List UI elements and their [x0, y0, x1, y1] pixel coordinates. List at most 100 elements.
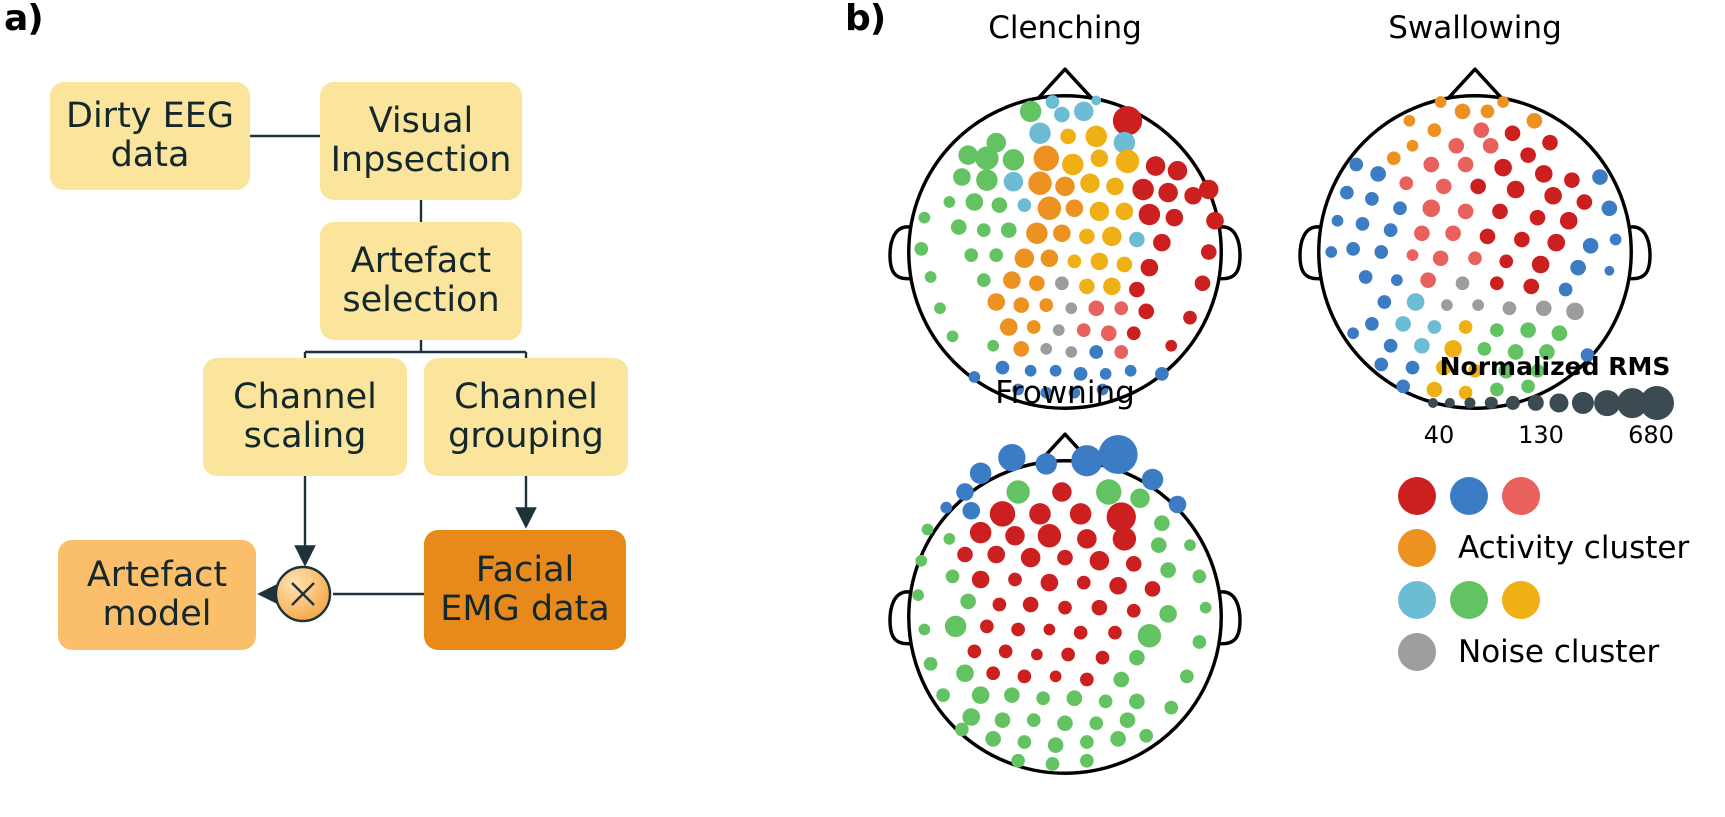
- electrode-dot: [1061, 647, 1075, 662]
- electrode-dot: [962, 501, 981, 520]
- electrode-dot: [962, 708, 981, 726]
- electrode-dot: [1065, 346, 1078, 358]
- electrode-dot: [1520, 322, 1536, 338]
- electrode-dot: [1564, 172, 1580, 188]
- flow-node-channel-grouping[interactable]: Channel grouping: [424, 358, 628, 476]
- electrode-dot: [1011, 622, 1025, 637]
- electrode-dot: [1479, 228, 1496, 245]
- electrode-dot: [969, 521, 992, 544]
- legend-noise-row: Noise cluster: [1398, 626, 1689, 678]
- electrode-dot: [1080, 173, 1100, 194]
- electrode-dot: [1492, 203, 1508, 220]
- topomap-canvas-swallowing: [1298, 67, 1652, 410]
- electrode-dot: [1080, 753, 1094, 768]
- electrode-dot: [1090, 149, 1109, 168]
- legend-swatch-group: [1398, 477, 1554, 515]
- electrode-dot: [1113, 131, 1136, 154]
- electrode-dot: [1058, 600, 1072, 615]
- electrode-dot: [1129, 649, 1145, 666]
- electrode-dot: [921, 523, 934, 536]
- electrode-dot: [1374, 245, 1389, 259]
- electrode-dot: [994, 712, 1011, 728]
- electrode-dot: [1062, 153, 1084, 176]
- electrode-dot: [1089, 716, 1104, 731]
- electrode-dot: [980, 619, 994, 634]
- flow-node-channel-scaling[interactable]: Channel scaling: [203, 358, 407, 476]
- electrode-dot: [1403, 114, 1416, 127]
- flow-node-dirty-eeg[interactable]: Dirty EEG data: [50, 82, 250, 190]
- electrode-dot: [1004, 687, 1020, 703]
- electrode-dot: [1547, 233, 1566, 252]
- electrode-dot: [956, 664, 974, 683]
- legend-color-swatch: [1398, 477, 1436, 515]
- electrode-dot: [1542, 134, 1558, 151]
- electrode-dot: [950, 219, 967, 235]
- flow-node-artefact-model[interactable]: Artefact model: [58, 540, 256, 650]
- electrode-dot: [1103, 277, 1121, 296]
- electrode-dot: [1055, 176, 1075, 197]
- electrode-dot: [1005, 525, 1025, 546]
- electrode-dot: [923, 657, 938, 671]
- electrode-dot: [1422, 199, 1441, 218]
- electrode-dot: [1529, 209, 1546, 226]
- electrode-dot: [1457, 203, 1474, 220]
- rms-ramp-dot: [1527, 394, 1545, 412]
- electrode-dot: [1544, 186, 1562, 205]
- electrode-dot: [1167, 160, 1188, 181]
- electrode-dot: [934, 302, 946, 315]
- rms-tick-label: 40: [1423, 421, 1455, 449]
- electrode-dot: [1159, 605, 1177, 623]
- electrode-dots: [914, 95, 1224, 399]
- electrode-dot: [1582, 237, 1599, 254]
- electrode-dot: [1206, 211, 1224, 230]
- electrode-dot: [1008, 572, 1022, 587]
- electrode-dot: [918, 623, 931, 636]
- electrode-dot: [1194, 275, 1211, 292]
- electrode-dot: [1112, 106, 1143, 136]
- electrode-dot: [985, 731, 1001, 747]
- electrode-dot: [1054, 106, 1070, 123]
- electrode-dot: [1325, 246, 1338, 258]
- electrode-dot: [1570, 259, 1586, 276]
- electrode-dot: [1396, 379, 1410, 394]
- flow-node-artefact-selection[interactable]: Artefact selection: [320, 222, 522, 340]
- electrode-dot: [999, 318, 1018, 336]
- electrode-dot: [1506, 180, 1525, 199]
- electrode-dot: [1441, 299, 1453, 311]
- electrode-dot: [1499, 254, 1514, 269]
- topomap-title-clenching: Clenching: [988, 10, 1142, 46]
- electrode-dot: [1137, 624, 1162, 648]
- rms-ramp-dot: [1428, 398, 1438, 408]
- electrode-dot: [1535, 300, 1552, 317]
- electrode-dot: [1114, 301, 1129, 316]
- electrode-dot: [1454, 103, 1471, 120]
- electrode-dot: [1406, 293, 1425, 311]
- topomap-clenching: Clenching: [888, 10, 1242, 410]
- electrode-dot: [1045, 757, 1060, 771]
- flow-node-facial-emg[interactable]: Facial EMG data: [424, 530, 626, 650]
- legend-color-swatch: [1398, 581, 1436, 619]
- electrode-dot: [1124, 364, 1137, 377]
- electrode-dot: [1480, 104, 1495, 119]
- electrode-dot: [1200, 244, 1217, 260]
- electrode-dot: [1370, 166, 1386, 182]
- electrode-dot: [991, 197, 1008, 213]
- electrode-dot: [968, 371, 981, 383]
- electrode-dot: [1477, 342, 1492, 356]
- electrode-dot: [1073, 367, 1088, 381]
- electrode-dot: [1017, 669, 1032, 684]
- electrode-dot: [1073, 101, 1094, 122]
- electrode-dot: [1457, 156, 1474, 173]
- topomap-canvas-clenching: [888, 67, 1242, 410]
- electrode-dot: [1391, 274, 1403, 286]
- electrode-dot: [1002, 149, 1025, 171]
- flow-node-visual-inspection[interactable]: Visual Inpsection: [320, 82, 522, 200]
- electrode-dot: [1349, 157, 1364, 172]
- electrode-dot: [1435, 178, 1452, 195]
- electrode-dot: [1420, 272, 1436, 288]
- rms-ramp-dot: [1484, 396, 1498, 410]
- electrode-dot: [1444, 340, 1462, 358]
- legend-activity-row-1: [1398, 470, 1689, 522]
- electrode-dot: [986, 666, 1000, 681]
- electrode-dot: [1507, 344, 1524, 360]
